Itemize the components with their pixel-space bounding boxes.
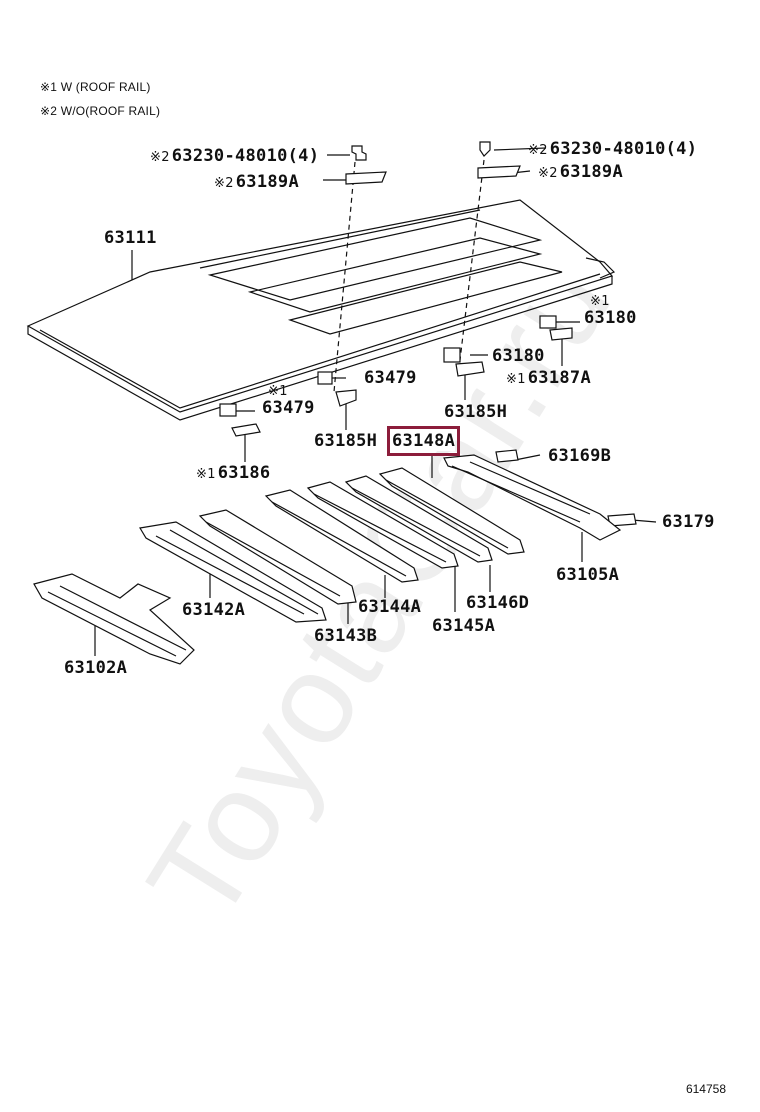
- callout-63479-roof-rail[interactable]: ※1 63479: [262, 384, 315, 418]
- callout-63144a[interactable]: 63144A: [358, 597, 422, 617]
- callout-63185h-left[interactable]: 63185H: [314, 431, 378, 451]
- callout-63179[interactable]: 63179: [662, 512, 715, 532]
- leader-lines: [94, 147, 657, 656]
- legend-item-1: ※1 W (ROOF RAIL): [40, 80, 151, 94]
- callout-63169b[interactable]: 63169B: [548, 446, 612, 466]
- callout-63180[interactable]: 63180: [492, 346, 545, 366]
- callout-63146d[interactable]: 63146D: [466, 593, 530, 613]
- callout-63105a[interactable]: 63105A: [556, 565, 620, 585]
- callout-63180-roof-rail[interactable]: ※1 63180: [584, 294, 637, 328]
- fasteners: [219, 141, 637, 527]
- callout-63148a-highlighted[interactable]: 63148A: [386, 426, 461, 456]
- callout-63111[interactable]: 63111: [104, 228, 157, 248]
- callout-63102a[interactable]: 63102A: [64, 658, 128, 678]
- roof-panel-63111: [26, 199, 616, 421]
- callout-63143b[interactable]: 63143B: [314, 626, 378, 646]
- callout-63145a[interactable]: 63145A: [432, 616, 496, 636]
- diagram-code: 614758: [685, 1082, 726, 1096]
- callout-63142a[interactable]: 63142A: [182, 600, 246, 620]
- callout-63479[interactable]: 63479: [364, 368, 417, 388]
- legend-item-2: ※2 W/O(ROOF RAIL): [40, 104, 161, 118]
- callout-63185h-right[interactable]: 63185H: [444, 402, 508, 422]
- roof-bows: [33, 454, 622, 665]
